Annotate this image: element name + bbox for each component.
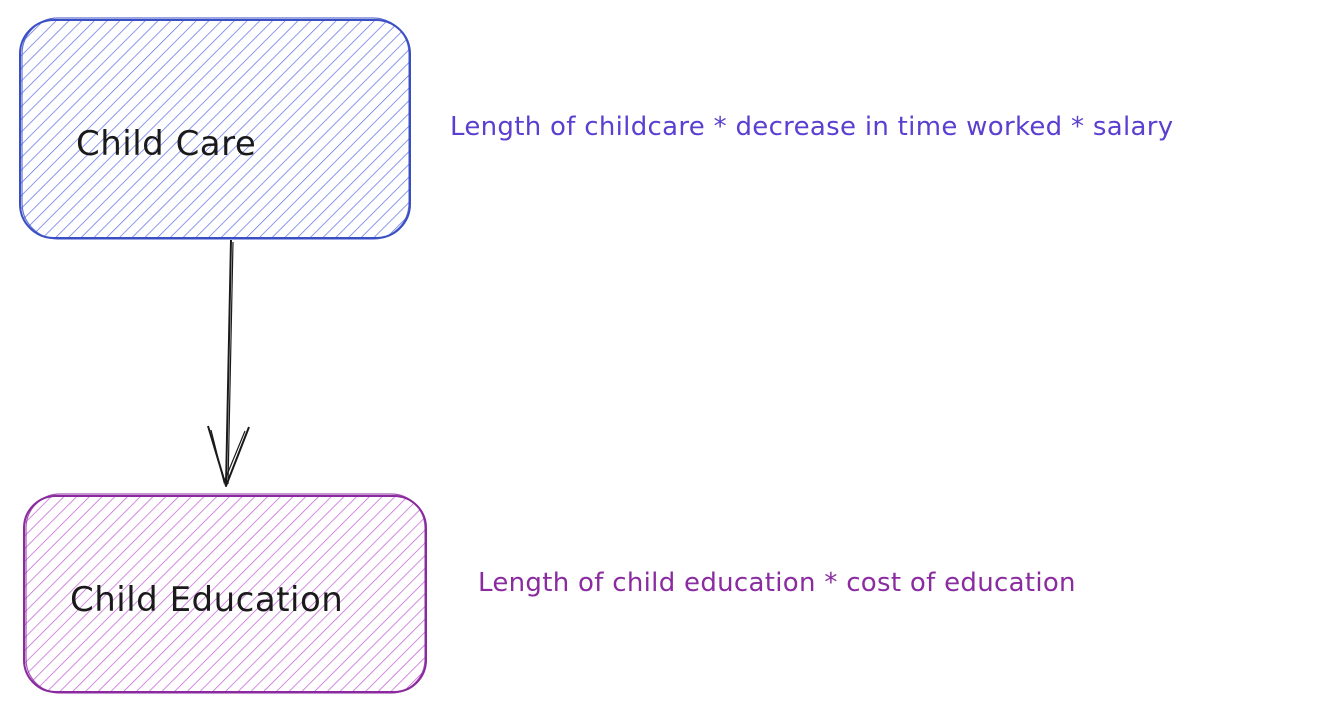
arrowhead-sketch [210,429,246,484]
child-education-label: Child Education [70,580,344,620]
child-care-formula: Length of childcare * decrease in time w… [450,112,1174,142]
child-care-label: Child Care [76,124,257,164]
node-child-care[interactable] [19,17,411,240]
node-child-education[interactable] [23,493,427,694]
child-care-box-border-sketch [21,17,410,240]
child-education-box-fill [24,496,426,692]
arrow-shaft [225,239,232,487]
arrow-shaft-sketch [227,241,234,485]
child-education-box-border-sketch [25,493,426,694]
child-education-formula: Length of child education * cost of educ… [478,568,1076,598]
child-care-box-fill [20,20,410,238]
edge-care-to-education[interactable] [207,239,250,487]
arrowhead-icon [207,425,250,487]
child-care-box-border [19,19,411,239]
child-education-box-border [23,495,427,693]
